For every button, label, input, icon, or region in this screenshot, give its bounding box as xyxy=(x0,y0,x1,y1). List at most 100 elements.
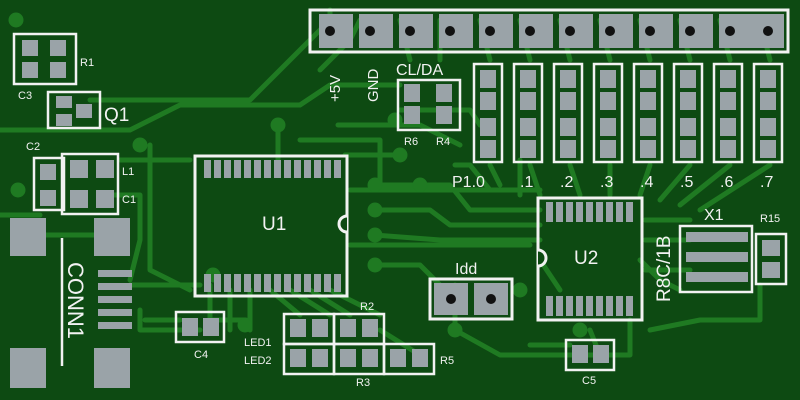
via xyxy=(367,227,383,243)
header-drill xyxy=(405,26,415,36)
conn1-label: CONN1 xyxy=(63,262,88,339)
u1-pin xyxy=(224,160,231,178)
r5-pad xyxy=(412,349,428,367)
resistor-pad xyxy=(680,70,696,88)
header-drill xyxy=(725,26,735,36)
header-drill xyxy=(525,26,535,36)
u2-pin xyxy=(626,296,633,316)
conn1-pin-pad xyxy=(98,309,132,316)
resistor-pad xyxy=(640,118,656,136)
u1-pin xyxy=(304,274,311,292)
idd-drill xyxy=(486,294,496,304)
r6-pad xyxy=(404,84,420,102)
r8c1b-label: R8C/1B xyxy=(654,235,675,302)
r6-label: R6 xyxy=(404,136,418,148)
q1-outline xyxy=(46,90,102,130)
header-drill xyxy=(485,26,495,36)
u1-pin xyxy=(334,274,341,292)
u1-pin xyxy=(214,274,221,292)
r5-label: R5 xyxy=(440,355,454,367)
resistor-pad xyxy=(520,118,536,136)
r15-label: R15 xyxy=(760,213,780,225)
port-label-p7: .7 xyxy=(760,174,773,191)
resistor-outline xyxy=(712,62,744,164)
u1-pin xyxy=(324,274,331,292)
l1-outline xyxy=(60,152,120,216)
via xyxy=(237,317,253,333)
header-pin-pad xyxy=(559,14,593,48)
header-pin-pad xyxy=(399,14,433,48)
header-pin-pad xyxy=(319,14,353,48)
c2-outline xyxy=(32,156,66,212)
resistor-pad xyxy=(600,140,616,158)
l1-pad xyxy=(96,160,114,178)
port-label-p2: .2 xyxy=(560,174,573,191)
u1-pin xyxy=(254,160,261,178)
l1-label: L1 xyxy=(122,166,134,178)
resistor-pad xyxy=(760,118,776,136)
c3-pad xyxy=(22,62,38,78)
conn1-mount-pad xyxy=(10,348,46,388)
resistor-outline xyxy=(632,62,664,164)
header-pin-pad xyxy=(479,14,513,48)
led2-pad xyxy=(290,349,306,367)
via xyxy=(367,202,383,218)
header-pin-pad xyxy=(719,14,753,48)
u2-pin xyxy=(546,296,553,316)
r15-pad xyxy=(762,240,780,256)
u2-pin xyxy=(556,202,563,222)
x1-outline xyxy=(678,224,754,294)
resistor-pad xyxy=(640,140,656,158)
u1-pin xyxy=(254,274,261,292)
resistor-pad xyxy=(560,140,576,158)
c1-pad xyxy=(96,190,114,208)
header-drill xyxy=(645,26,655,36)
port-label-p5: .5 xyxy=(680,174,693,191)
via xyxy=(447,322,463,338)
resistor-pad xyxy=(680,140,696,158)
port-label-p1: .1 xyxy=(520,174,533,191)
u2-pin xyxy=(606,202,613,222)
u2-pin xyxy=(546,202,553,222)
conn1-mount-pad xyxy=(94,218,130,256)
led1-pad xyxy=(312,319,328,337)
resistor-pad xyxy=(560,118,576,136)
u2-pin xyxy=(596,202,603,222)
resistor-pad xyxy=(760,140,776,158)
c3-pad xyxy=(50,62,66,78)
via xyxy=(387,112,403,128)
u2-pin xyxy=(616,202,623,222)
resistor-outline xyxy=(552,62,584,164)
u2-pin xyxy=(616,296,623,316)
led1-pad xyxy=(290,319,306,337)
u2-pin xyxy=(576,296,583,316)
resistor-pad xyxy=(760,92,776,110)
u1-pin xyxy=(334,160,341,178)
resistor-pad xyxy=(600,70,616,88)
resistor-pad xyxy=(520,70,536,88)
u1-pin xyxy=(284,160,291,178)
resistor-pad xyxy=(480,70,496,88)
r6-r4-outline xyxy=(396,78,462,132)
plus5v-label: +5V xyxy=(327,75,344,102)
conn1-pin-pad xyxy=(98,283,132,290)
u1-pin xyxy=(224,274,231,292)
c3-label: C3 xyxy=(18,90,32,102)
resistor-pad xyxy=(720,70,736,88)
u1-notch xyxy=(337,214,348,234)
resistor-pad xyxy=(480,140,496,158)
r15-outline xyxy=(754,232,788,286)
r5-outline xyxy=(382,342,436,376)
resistor-outline xyxy=(512,62,544,164)
gnd-label: GND xyxy=(365,69,382,103)
idd-drill xyxy=(446,294,456,304)
u1-pin xyxy=(274,274,281,292)
resistor-pad xyxy=(520,92,536,110)
r5-pad xyxy=(390,349,406,367)
via xyxy=(572,322,588,338)
r15-footprint: R15 xyxy=(754,213,788,286)
u1-pin xyxy=(234,274,241,292)
header-pin-pad xyxy=(599,14,633,48)
r4-label: R4 xyxy=(436,136,450,148)
